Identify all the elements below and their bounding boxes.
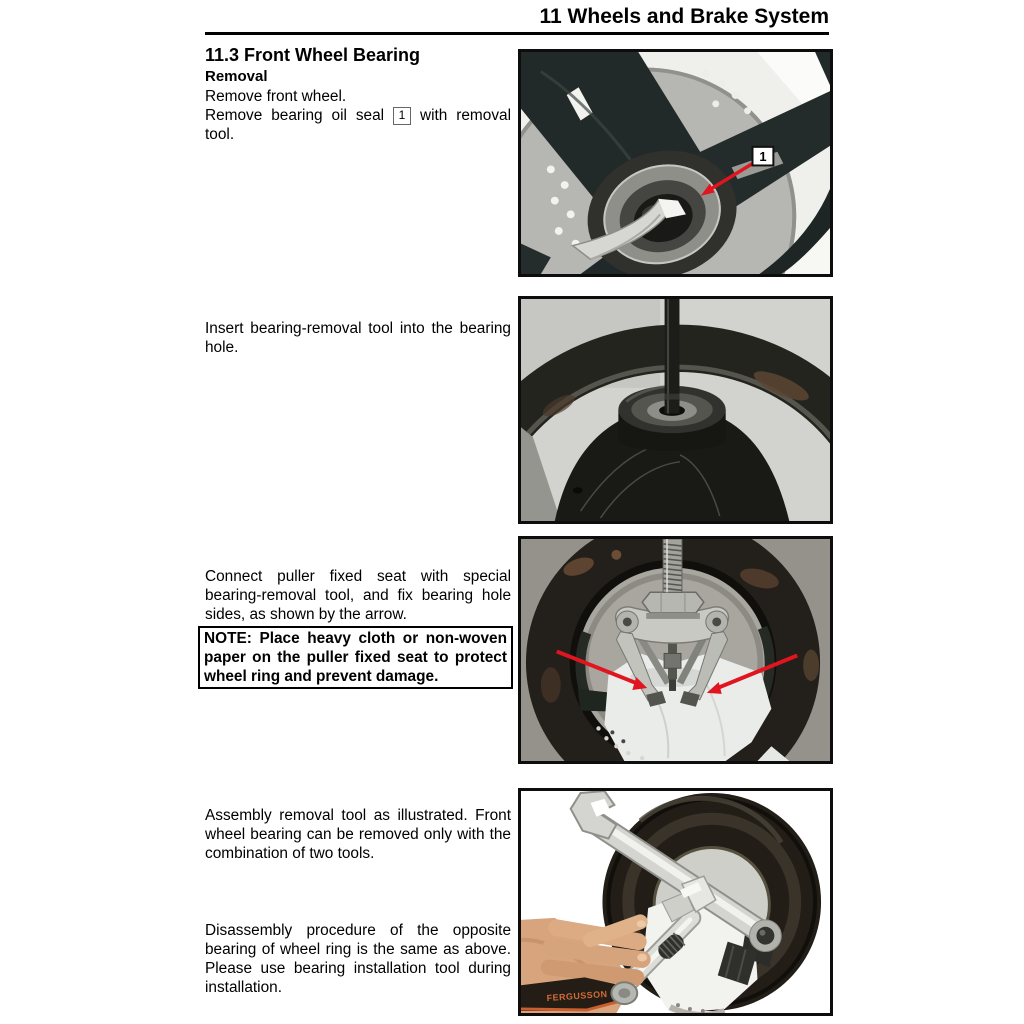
- bolt-head: [756, 926, 775, 945]
- figure3-photo: [521, 539, 830, 761]
- removal-tool-rod: [664, 299, 680, 414]
- step-assembly-tool-block: Assembly removal tool as illustrated. Fr…: [205, 806, 511, 863]
- thumb: [583, 914, 648, 948]
- step-connect-puller: Connect puller fixed seat with special b…: [205, 568, 511, 623]
- step-disassembly-block: Disassembly procedure of the opposite be…: [205, 921, 511, 997]
- page-title: 11 Wheels and Brake System: [205, 5, 829, 35]
- disc-bolt-holes: [596, 726, 645, 761]
- step-remove-front-wheel: Remove front wheel.: [205, 88, 347, 105]
- figure-tool-in-bearing-hole: [518, 296, 833, 524]
- seal-removal-tool: [571, 198, 686, 261]
- section-title: 11.3 Front Wheel Bearing: [205, 45, 421, 65]
- callout-arrow: [700, 159, 759, 196]
- step-text-post: with removal tool.: [205, 107, 511, 143]
- step-assembly-tool: Assembly removal tool as illustrated. Fr…: [205, 807, 511, 862]
- step-disassembly: Disassembly procedure of the opposite be…: [205, 922, 511, 996]
- callout-ref-1: 1: [393, 107, 412, 125]
- rust-patch: [753, 371, 809, 401]
- note-box: NOTE: Place heavy cloth or non-woven pap…: [198, 626, 513, 689]
- figure1-photo: 1: [521, 52, 830, 274]
- worm-screw: [658, 932, 686, 960]
- bearing-puller: [614, 539, 730, 707]
- handle-brand-text: FERGUSSON: [546, 989, 608, 1003]
- step-insert-tool-block: Insert bearing-removal tool into the bea…: [205, 319, 511, 357]
- figure2-photo: [521, 299, 830, 521]
- step-connect-puller-block: Connect puller fixed seat with special b…: [198, 567, 513, 689]
- hub-body: [554, 405, 790, 521]
- svg-text:1: 1: [759, 149, 766, 164]
- fixed-jaw: [680, 875, 717, 913]
- puller-crossbar: [614, 606, 730, 644]
- step-insert-tool: Insert bearing-removal tool into the bea…: [205, 320, 511, 356]
- figure4-photo: FERGUSSON: [521, 791, 830, 1013]
- figure-oil-seal-removal: 1: [518, 49, 833, 277]
- callout-label-1: 1: [751, 145, 775, 167]
- combination-wrench: [569, 791, 782, 986]
- step-remove-oil-seal: Remove bearing oil seal 1 with removal t…: [205, 106, 511, 144]
- movable-jaw: [661, 891, 695, 923]
- figure-removal-tool-assembly: FERGUSSON: [518, 788, 833, 1016]
- figure-puller-fixed-seat: [518, 536, 833, 764]
- tool-handle: FERGUSSON: [521, 977, 639, 1012]
- tire-rust-spots: [540, 549, 820, 703]
- direction-arrows: [556, 649, 798, 694]
- socket: [717, 941, 758, 986]
- threaded-rod: [662, 539, 683, 593]
- disc-holes: [701, 69, 752, 115]
- section-removal-intro: 11.3 Front Wheel Bearing Removal Remove …: [205, 46, 511, 144]
- puller-nut: [641, 591, 705, 614]
- section-subtitle: Removal: [205, 68, 268, 85]
- step-text-pre: Remove bearing oil seal: [205, 107, 385, 124]
